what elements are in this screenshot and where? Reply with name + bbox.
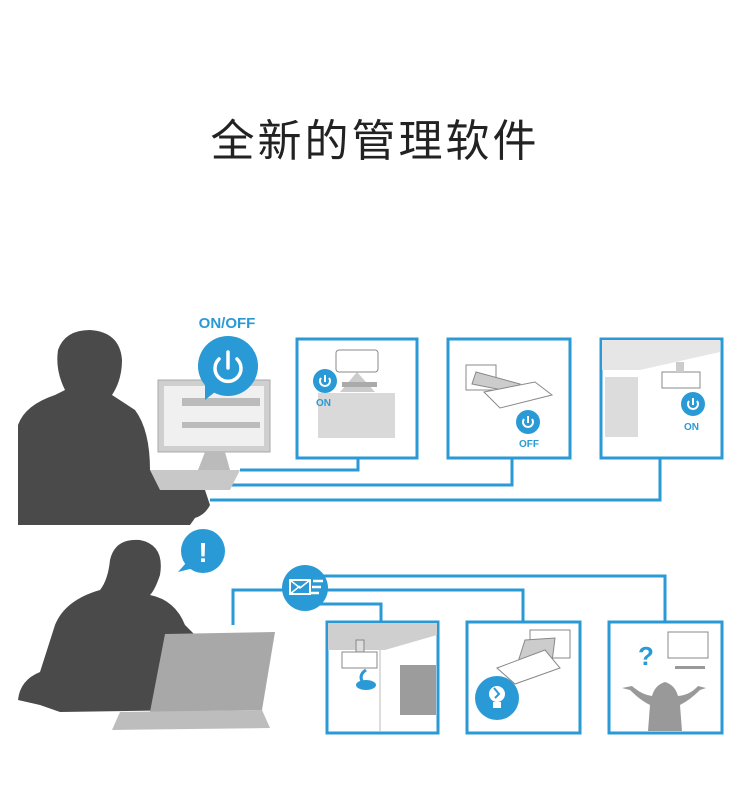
alert-bubble: ! [178,529,225,573]
state-off-label: OFF [519,439,539,450]
alert-box-overheat [325,620,440,735]
person-silhouette [18,539,200,712]
power-icon [213,350,243,384]
question-icon: ? [638,641,654,671]
projector-box-3: ON [599,337,724,460]
connection-lines-bottom [231,574,667,625]
state-on-label: ON [316,398,331,409]
projector-box-2: OFF [446,337,572,460]
projector-box-1: ON [295,337,419,460]
alert-box-unknown: ? [607,620,724,735]
state-on-label: ON [684,422,699,433]
person-shrug-icon [622,682,706,731]
smoke-icon [356,680,376,690]
connection-lines-top [210,458,662,502]
email-notification-icon[interactable] [282,565,328,611]
alert-box-lamp [465,620,582,735]
laptop [112,632,275,730]
alert-icon: ! [198,537,207,568]
power-bubble[interactable] [198,336,258,400]
page-title: 全新的管理软件 [210,116,540,167]
monitor [150,379,271,490]
onoff-label: ON/OFF [199,315,256,332]
